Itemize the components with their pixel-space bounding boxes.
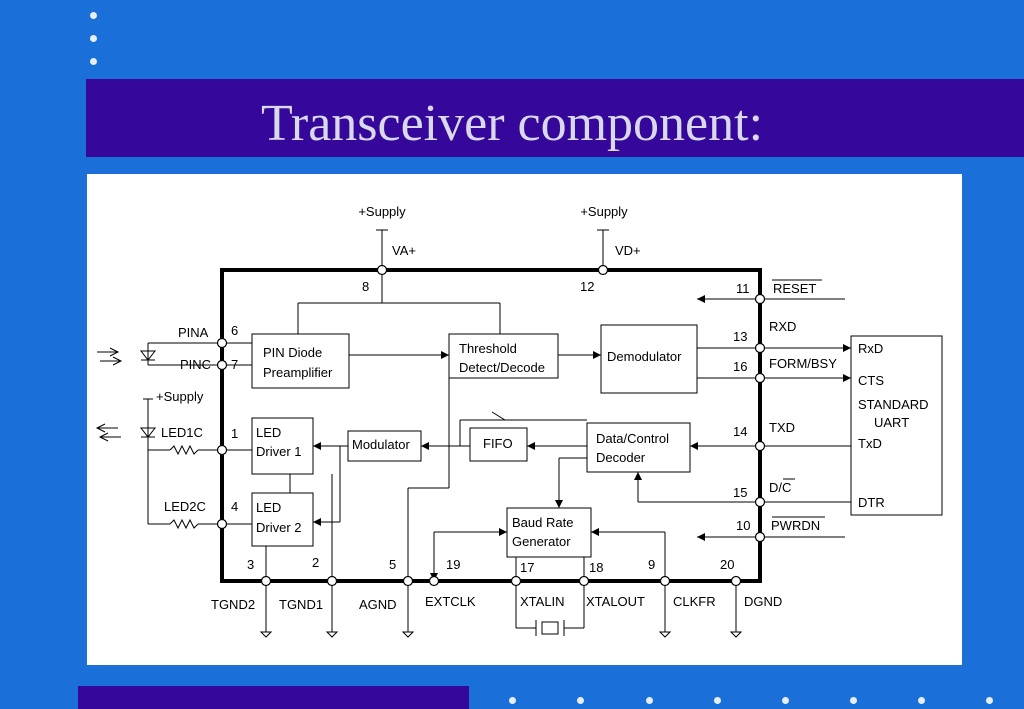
decor-dot <box>986 697 993 704</box>
decor-dot <box>509 697 516 704</box>
supply-vd-label: +Supply <box>580 204 628 219</box>
uart-txd-label: TxD <box>858 436 882 451</box>
pin-11: 11 <box>736 281 750 296</box>
led2c-label: LED2C <box>164 499 206 514</box>
threshold-label-1: Threshold <box>459 341 517 356</box>
slide-title: Transceiver component: <box>260 95 764 152</box>
tgnd1-label: TGND1 <box>279 597 323 612</box>
uart-rxd-label: RxD <box>858 341 883 356</box>
pin-20: 20 <box>720 557 734 572</box>
pin-diode-label-1: PIN Diode <box>263 345 322 360</box>
pin-12: 12 <box>580 279 594 294</box>
uart-name-2: UART <box>874 415 909 430</box>
baud-rate-label-1: Baud Rate <box>512 515 573 530</box>
pin-1: 1 <box>231 426 238 441</box>
demodulator-block <box>600 324 698 394</box>
pin-19: 19 <box>446 557 460 572</box>
d-c-label: D/C <box>769 480 791 495</box>
title-bar <box>86 79 1024 157</box>
supply-led-label: +Supply <box>156 389 204 404</box>
uart-block <box>850 335 943 516</box>
tgnd2-label: TGND2 <box>211 597 255 612</box>
demodulator-label: Demodulator <box>607 349 682 364</box>
decor-dot <box>577 697 584 704</box>
threshold-block <box>448 333 559 379</box>
led-driver2-label-2: Driver 2 <box>256 520 302 535</box>
diagram-panel: +Supply +Supply VA+ VD+ 8 12 11 RESET 13… <box>87 174 962 665</box>
clkfr-label: CLKFR <box>673 594 716 609</box>
led-driver2-label-1: LED <box>256 500 281 515</box>
pin-10: 10 <box>736 518 750 533</box>
decor-dot <box>90 58 97 65</box>
xtalin-label: XTALIN <box>520 594 565 609</box>
transceiver-diagram: +Supply +Supply VA+ VD+ 8 12 11 RESET 13… <box>95 204 943 638</box>
led-driver1-label-1: LED <box>256 425 281 440</box>
decor-dot <box>714 697 721 704</box>
supply-va-label: +Supply <box>358 204 406 219</box>
chip-outline <box>220 268 762 583</box>
dgnd-label: DGND <box>744 594 782 609</box>
decor-dot <box>782 697 789 704</box>
va-label: VA+ <box>392 243 416 258</box>
form-bsy-label: FORM/BSY <box>769 356 837 371</box>
vd-label: VD+ <box>615 243 641 258</box>
pin-6: 6 <box>231 323 238 338</box>
decor-dot <box>646 697 653 704</box>
threshold-label-2: Detect/Decode <box>459 360 545 375</box>
pin-diode-block <box>251 333 350 389</box>
extclk-label: EXTCLK <box>425 594 476 609</box>
pin-diode-label-2: Preamplifier <box>263 365 333 380</box>
led-driver1-label-2: Driver 1 <box>256 444 302 459</box>
pwrdn-label: PWRDN <box>771 518 820 533</box>
pin-18: 18 <box>589 560 603 575</box>
pina-label: PINA <box>178 325 209 340</box>
data-control-label-2: Decoder <box>596 450 646 465</box>
pin-17: 17 <box>520 560 534 575</box>
pin-5: 5 <box>389 557 396 572</box>
modulator-label: Modulator <box>352 437 410 452</box>
uart-dtr-label: DTR <box>858 495 885 510</box>
decor-dot <box>90 35 97 42</box>
fifo-label: FIFO <box>483 436 513 451</box>
xtalout-label: XTALOUT <box>586 594 645 609</box>
led1c-label: LED1C <box>161 425 203 440</box>
pin-2: 2 <box>312 555 319 570</box>
pin-14: 14 <box>733 424 747 439</box>
decor-dot <box>90 12 97 19</box>
pin-7: 7 <box>231 357 238 372</box>
uart-cts-label: CTS <box>858 373 884 388</box>
agnd-label: AGND <box>359 597 397 612</box>
pinc-label: PINC <box>180 357 211 372</box>
pin-8: 8 <box>362 279 369 294</box>
decor-dot <box>918 697 925 704</box>
txd-label: TXD <box>769 420 795 435</box>
pin-4: 4 <box>231 499 238 514</box>
pin-13: 13 <box>733 329 747 344</box>
pin-15: 15 <box>733 485 747 500</box>
decor-dot <box>850 697 857 704</box>
uart-name-1: STANDARD <box>858 397 929 412</box>
pin-16: 16 <box>733 359 747 374</box>
data-control-label-1: Data/Control <box>596 431 669 446</box>
pin-9: 9 <box>648 557 655 572</box>
reset-label: RESET <box>773 281 816 296</box>
rxd-label: RXD <box>769 319 796 334</box>
baud-rate-label-2: Generator <box>512 534 571 549</box>
pin-3: 3 <box>247 557 254 572</box>
bottom-bar <box>78 686 469 709</box>
